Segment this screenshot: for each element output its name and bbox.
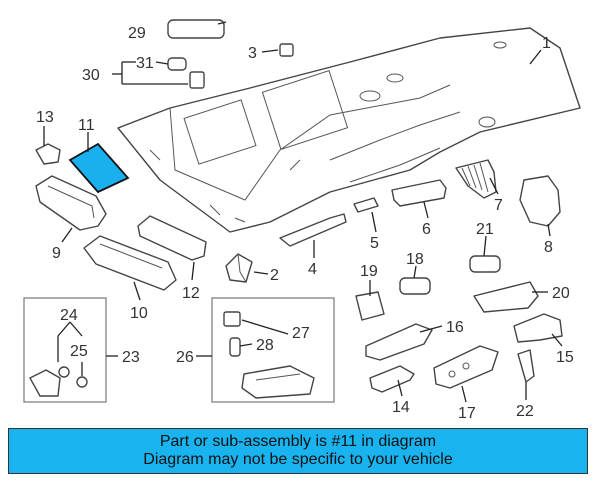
callout-29: 29: [128, 25, 146, 42]
part-9-sun-visor: [35, 175, 107, 231]
part-10-sun-visor: [83, 235, 177, 291]
leader-lines: [43, 21, 563, 403]
part-30-socket: [189, 71, 205, 89]
part-12-panel: [137, 215, 207, 261]
caption-banner: Part or sub-assembly is #11 in diagram D…: [8, 428, 588, 474]
part-13-holder: [35, 143, 61, 165]
part-6-handle-base: [391, 179, 447, 207]
part-3-clip: [279, 43, 294, 57]
part-18-lamp: [399, 277, 431, 295]
callout-24: 24: [60, 307, 78, 324]
callout-2: 2: [270, 267, 279, 284]
callout-11: 11: [78, 117, 95, 134]
callout-20: 20: [552, 285, 570, 302]
callout-17: 17: [458, 405, 476, 422]
callout-6: 6: [422, 221, 431, 238]
part-11-highlighted: [68, 142, 130, 194]
part-1-headliner: [117, 27, 581, 233]
caption-line-1: Part or sub-assembly is #11 in diagram: [159, 433, 437, 450]
callout-15: 15: [556, 349, 574, 366]
part-31-bulb: [167, 57, 187, 71]
callout-25: 25: [70, 343, 88, 360]
callout-9: 9: [52, 245, 61, 262]
callout-22: 22: [516, 403, 534, 420]
box-26-assembly: [211, 297, 335, 403]
callout-30: 30: [82, 67, 100, 84]
part-22-clip: [517, 349, 535, 383]
part-4-trim-strip: [279, 213, 347, 247]
part-15-grab-handle: [513, 313, 563, 343]
callout-12: 12: [182, 285, 200, 302]
callout-18: 18: [406, 251, 424, 268]
part-16-panel: [365, 323, 433, 361]
callout-27: 27: [292, 325, 310, 342]
callout-5: 5: [370, 235, 379, 252]
callout-10: 10: [130, 305, 148, 322]
exploded-parts-diagram: 1 2 3 4 5 6 7 8 9 10 11 12 13 14 15 16 1…: [23, 19, 581, 422]
callout-16: 16: [446, 319, 464, 336]
box-23-assembly: [23, 297, 107, 403]
part-29-lamp: [167, 19, 225, 39]
callout-7: 7: [494, 197, 503, 214]
callout-19: 19: [360, 263, 378, 280]
part-21-lamp: [469, 255, 501, 273]
callout-28: 28: [256, 337, 274, 354]
callout-14: 14: [392, 399, 410, 416]
part-19-switch: [355, 291, 385, 321]
part-7-vent: [455, 159, 497, 199]
caption-line-2: Diagram may not be specific to your vehi…: [143, 451, 453, 468]
callout-labels: 1 2 3 4 5 6 7 8 9 10 11 12 13 14 15 16 1…: [36, 25, 574, 422]
callout-21: 21: [476, 221, 494, 238]
part-2-bracket: [225, 253, 253, 283]
callout-1: 1: [542, 35, 551, 52]
part-8-cover: [519, 175, 561, 227]
callout-4: 4: [308, 261, 317, 278]
callout-31: 31: [136, 55, 154, 72]
callout-3: 3: [248, 45, 257, 62]
part-14-grab-handle: [369, 365, 415, 393]
part-17-console: [433, 345, 499, 389]
part-20-panel: [473, 281, 539, 313]
part-5-clip: [353, 197, 379, 213]
callout-13: 13: [36, 109, 54, 126]
callout-23: 23: [122, 349, 140, 366]
callout-26: 26: [176, 349, 194, 366]
callout-8: 8: [544, 239, 553, 256]
